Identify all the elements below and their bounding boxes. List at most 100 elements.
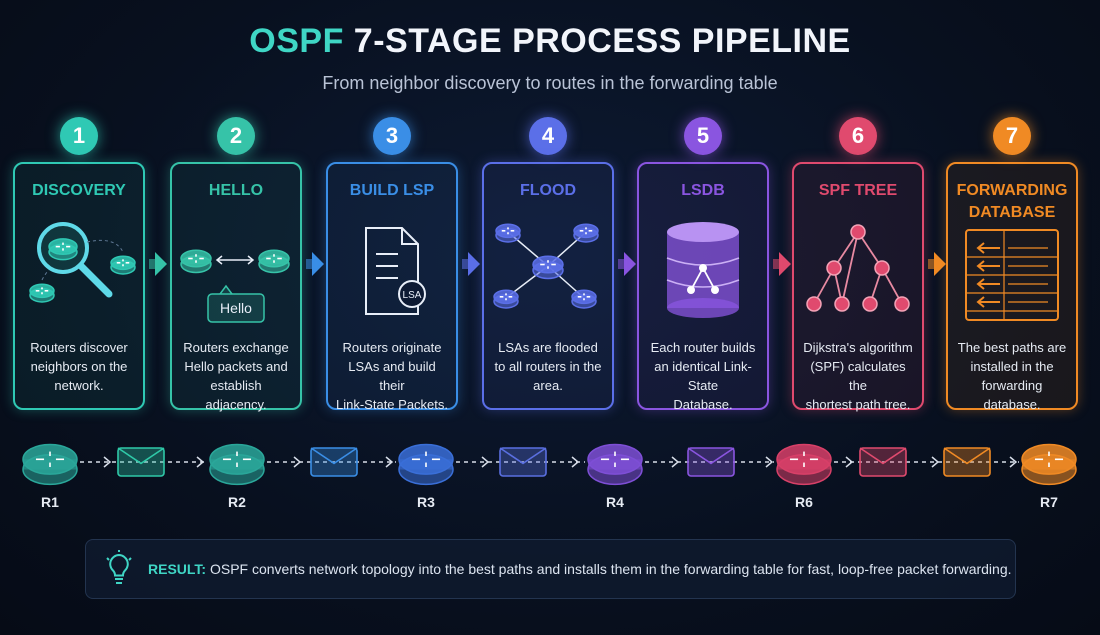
stage-number-badge: 1	[60, 117, 98, 155]
stage-description-line: network.	[54, 378, 104, 393]
spf-tree-icon	[806, 224, 910, 312]
stage-description: Each router builds an identical Link-Stat…	[645, 338, 761, 414]
stage-title-line: FLOOD	[520, 182, 576, 199]
chain-arrowhead	[196, 456, 205, 468]
stage-arrow-icon	[928, 252, 946, 276]
chain-arrowhead	[103, 456, 112, 468]
stage-title: BUILD LSP	[328, 180, 456, 202]
title-rest: 7-STAGE PROCESS PIPELINE	[353, 22, 851, 60]
stage-title: SPF TREE	[794, 180, 922, 202]
stage-title: HELLO	[172, 180, 300, 202]
result-description: OSPF converts network topology into the …	[209, 561, 1012, 577]
router-chain	[22, 443, 1077, 486]
stage-description-line: LSAs are flooded	[498, 340, 598, 355]
lightbulb-icon	[106, 550, 132, 584]
stage-number-badge: 3	[373, 117, 411, 155]
stage-arrow-icon	[149, 252, 167, 276]
magnifier-handle	[77, 262, 113, 298]
stage-description-line: an identical Link-State	[654, 359, 752, 393]
hello-bubble: Hello	[207, 284, 265, 323]
stage-number-badge: 2	[217, 117, 255, 155]
chain-arrowhead	[931, 456, 940, 468]
stage-illustration	[29, 222, 136, 303]
router-label: R3	[417, 494, 435, 510]
chain-arrowhead	[293, 456, 302, 468]
stage-card: SPF TREE Dijkstra's algorithm (SPF) calcul…	[792, 162, 924, 412]
page-title: OSPF 7-STAGE PROCESS PIPELINE	[0, 22, 1100, 61]
chain-arrowhead	[845, 456, 854, 468]
stage-description-line: installed in the	[970, 359, 1054, 374]
router-icon	[110, 255, 136, 275]
envelope-icon	[117, 447, 165, 477]
stage-illustration: Hello	[180, 249, 290, 323]
stage-title: LSDB	[639, 180, 767, 202]
router-icon	[587, 443, 643, 486]
router-icon	[180, 249, 212, 274]
stage-title: FLOOD	[484, 180, 612, 202]
chain-arrowhead	[1009, 456, 1018, 468]
hello-bubble-label: Hello	[220, 300, 252, 316]
router-icon	[22, 443, 78, 486]
router-label: R2	[228, 494, 246, 510]
database-icon	[666, 222, 740, 318]
stage-arrow-icon	[306, 252, 324, 276]
stage-illustration	[493, 223, 599, 309]
envelope-icon	[310, 447, 358, 477]
stage-illustration	[666, 222, 740, 318]
stage-number-badge: 6	[839, 117, 877, 155]
envelope-icon	[499, 447, 547, 477]
router-label: R6	[795, 494, 813, 510]
router-icon	[209, 443, 265, 486]
page-subtitle: From neighbor discovery to routes in the…	[322, 73, 778, 93]
forwarding-table-icon	[965, 229, 1059, 321]
stage-description-line: area.	[533, 378, 563, 393]
router-icon	[398, 443, 454, 486]
router-icon	[493, 289, 519, 309]
stage-illustration	[806, 224, 910, 312]
stage-illustration: LSA	[365, 227, 426, 315]
chain-arrowhead	[481, 456, 490, 468]
stage-title-line: LSDB	[681, 182, 725, 199]
router-label: R4	[606, 494, 624, 510]
document-icon: LSA	[365, 227, 426, 315]
chain-arrowhead	[671, 456, 680, 468]
router-icon	[258, 249, 290, 274]
stage-description-line: shortest path tree.	[805, 397, 911, 412]
stage-arrow-icon	[462, 252, 480, 276]
stage-title: DISCOVERY	[15, 180, 143, 202]
router-icon	[495, 223, 521, 243]
stage-description-line: Routers exchange	[183, 340, 289, 355]
stage-description-line: Each router builds	[650, 340, 756, 355]
router-label: R1	[41, 494, 59, 510]
chain-arrowhead	[385, 456, 394, 468]
stage-number-badge: 5	[684, 117, 722, 155]
stage-number-badge: 4	[529, 117, 567, 155]
stage-title-line: DISCOVERY	[32, 182, 126, 199]
stage-title-line: BUILD LSP	[349, 182, 435, 199]
stage-description: Dijkstra's algorithm (SPF) calculates the…	[800, 338, 916, 414]
stage-number-badge: 7	[993, 117, 1031, 155]
stage-title-line: HELLO	[208, 182, 264, 199]
router-icon	[776, 443, 832, 486]
stage-title-line: FORWARDING	[956, 182, 1068, 199]
stage-illustration	[965, 229, 1059, 321]
title-accent: OSPF	[249, 22, 344, 60]
router-icon	[29, 283, 55, 303]
stage-description-line: Dijkstra's algorithm	[803, 340, 913, 355]
stage-description-line: LSAs and build their	[348, 359, 436, 393]
chain-arrowhead	[765, 456, 774, 468]
router-icon	[1021, 443, 1077, 486]
stage-description-line: The best paths are	[957, 340, 1067, 355]
stage-arrow-icon	[618, 252, 636, 276]
stage-description-line: Hello packets and	[184, 359, 288, 374]
chain-arrowhead	[571, 456, 580, 468]
stage-description-line: Routers originate	[342, 340, 442, 355]
stage-arrow-icon	[773, 252, 791, 276]
router-icon	[573, 223, 599, 243]
stage-description-line: (SPF) calculates the	[810, 359, 906, 393]
